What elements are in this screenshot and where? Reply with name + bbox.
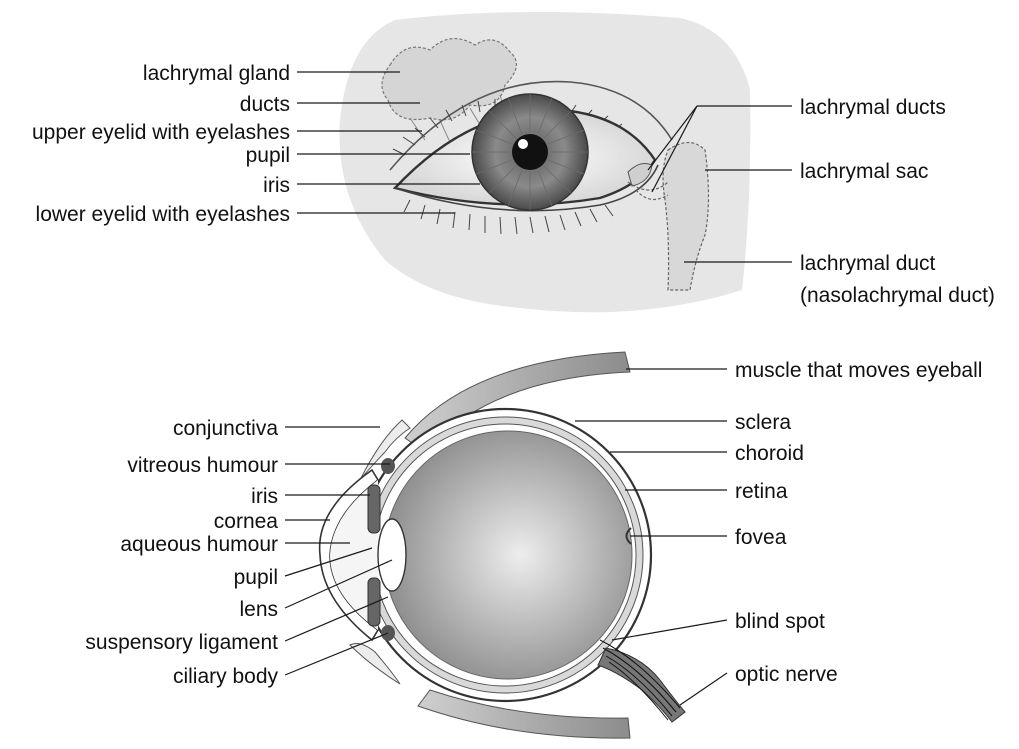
external-eye-illustration [340,12,751,312]
pupil-disc [512,134,548,170]
label-upper-eyelid: upper eyelid with eyelashes [32,121,290,144]
label-retina: retina [735,480,788,503]
label-lachrymal-gland: lachrymal gland [143,62,290,85]
label-ciliary-body: ciliary body [173,665,279,688]
label-aqueous-humour: aqueous humour [120,533,278,556]
iris-lower-section [368,578,380,626]
label-iris-section: iris [251,485,278,508]
label-suspensory-ligament: suspensory ligament [85,631,278,654]
label-fovea: fovea [735,526,787,549]
pupil-highlight [518,139,528,149]
label-iris-external: iris [263,174,290,197]
label-pupil-section: pupil [234,566,278,589]
label-choroid: choroid [735,442,804,465]
eye-cross-section-illustration [320,352,685,738]
label-lachrymal-ducts: lachrymal ducts [800,96,946,119]
label-lachrymal-duct: lachrymal duct [800,252,936,275]
label-lens: lens [239,598,278,621]
label-nasolachrymal-duct: (nasolachrymal duct) [800,284,995,307]
label-conjunctiva: conjunctiva [173,417,278,440]
ciliary-body-upper [381,458,395,474]
lens-shape [378,519,406,591]
label-sclera: sclera [735,411,791,434]
label-cornea: cornea [214,510,279,533]
label-blind-spot: blind spot [735,610,825,633]
label-optic-nerve: optic nerve [735,663,838,686]
label-muscle: muscle that moves eyeball [735,359,982,382]
label-lachrymal-sac: lachrymal sac [800,160,928,183]
label-vitreous-humour: vitreous humour [127,454,278,477]
label-lower-eyelid: lower eyelid with eyelashes [36,203,290,226]
label-ducts: ducts [240,93,290,116]
iris-upper-section [368,485,380,533]
vitreous-body [384,431,632,679]
label-pupil-external: pupil [246,144,290,167]
